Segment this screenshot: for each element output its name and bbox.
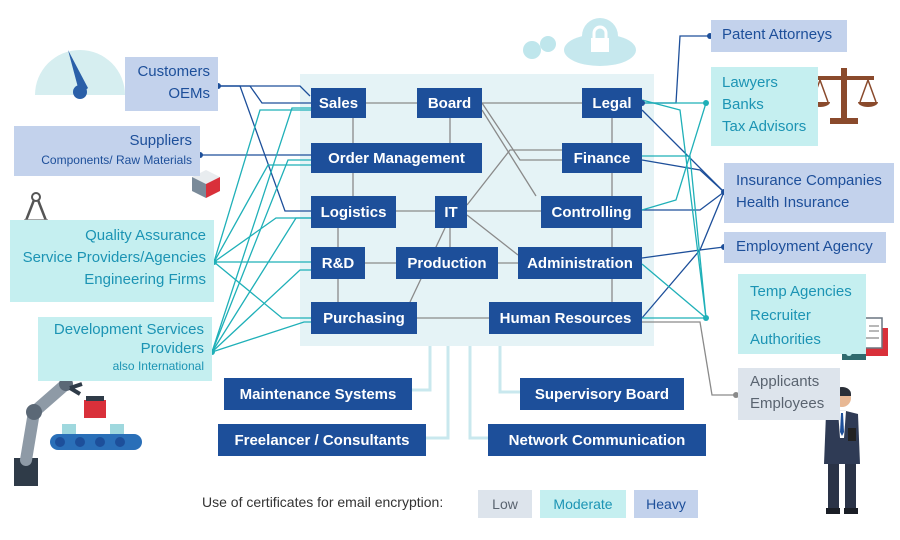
ext-lawyers[interactable]: Lawyers Banks Tax Advisors bbox=[711, 67, 818, 146]
ext-applicants-line1: Applicants bbox=[750, 373, 820, 390]
ext-applicants[interactable]: Applicants Employees bbox=[738, 368, 840, 420]
left-teal-links bbox=[211, 107, 311, 353]
ext-quality-line2: Service Providers/Agencies bbox=[22, 249, 206, 266]
ext-lawyers-line2: Banks bbox=[722, 96, 764, 113]
right-dark-links bbox=[641, 35, 725, 319]
dept-purchasing[interactable]: Purchasing bbox=[311, 302, 417, 334]
internal-links bbox=[337, 102, 613, 319]
dept-board[interactable]: Board bbox=[417, 88, 482, 118]
ext-quality-assurance[interactable]: Quality Assurance Service Providers/Agen… bbox=[10, 220, 214, 302]
ext-applicants-line2: Employees bbox=[750, 395, 825, 412]
ext-insurance-line2: Health Insurance bbox=[736, 194, 850, 211]
legend-heavy: Heavy bbox=[634, 490, 698, 518]
gauge-icon bbox=[35, 50, 125, 99]
dept-order-management[interactable]: Order Management bbox=[311, 143, 482, 173]
ext-suppliers[interactable]: Suppliers Components/ Raw Materials bbox=[14, 126, 200, 176]
dept-logistics[interactable]: Logistics bbox=[311, 196, 396, 228]
dept-freelancer-consultants[interactable]: Freelancer / Consultants bbox=[218, 424, 426, 456]
ext-insurance-line1: Insurance Companies bbox=[736, 172, 882, 189]
cloud-lock-icon bbox=[523, 18, 636, 66]
dept-it[interactable]: IT bbox=[435, 196, 467, 228]
legend-low: Low bbox=[478, 490, 532, 518]
dept-administration[interactable]: Administration bbox=[518, 247, 642, 279]
dept-controlling[interactable]: Controlling bbox=[541, 196, 642, 228]
ext-employment-agency[interactable]: Employment Agency bbox=[724, 232, 886, 263]
ext-development-line2: Providers bbox=[140, 340, 204, 357]
left-dark-links bbox=[200, 85, 311, 212]
ext-lawyers-line1: Lawyers bbox=[722, 74, 778, 91]
right-teal-links bbox=[641, 99, 707, 319]
ext-customers-line2: OEMs bbox=[168, 85, 210, 102]
ext-quality-line3: Engineering Firms bbox=[84, 271, 206, 288]
dept-maintenance-systems[interactable]: Maintenance Systems bbox=[224, 378, 412, 410]
ext-insurance[interactable]: Insurance Companies Health Insurance bbox=[724, 163, 894, 223]
ext-suppliers-line2: Components/ Raw Materials bbox=[41, 153, 192, 167]
bottom-links bbox=[412, 346, 520, 440]
legend-label: Use of certificates for email encryption… bbox=[202, 494, 444, 510]
ext-development-line1: Development Services bbox=[53, 321, 204, 338]
dept-network-communication[interactable]: Network Communication bbox=[488, 424, 706, 456]
right-gray-links bbox=[642, 321, 736, 396]
dept-legal[interactable]: Legal bbox=[582, 88, 642, 118]
ext-patent-line1: Patent Attorneys bbox=[722, 26, 833, 43]
ext-temp-line3: Authorities bbox=[750, 331, 821, 348]
dept-human-resources[interactable]: Human Resources bbox=[489, 302, 642, 334]
dept-supervisory-board[interactable]: Supervisory Board bbox=[520, 378, 684, 410]
ext-customers-line1: Customers bbox=[137, 63, 210, 80]
dept-sales[interactable]: Sales bbox=[311, 88, 366, 118]
ext-lawyers-line3: Tax Advisors bbox=[722, 118, 807, 135]
ext-temp-line1: Temp Agencies bbox=[750, 283, 852, 300]
ext-development-line3: also International bbox=[112, 359, 204, 373]
ext-customers[interactable]: Customers OEMs bbox=[125, 57, 218, 111]
ext-temp-agencies[interactable]: Temp Agencies Recruiter Authorities bbox=[738, 274, 866, 354]
legend-moderate: Moderate bbox=[540, 490, 626, 518]
dept-rnd[interactable]: R&D bbox=[311, 247, 365, 279]
ext-quality-line1: Quality Assurance bbox=[85, 227, 206, 244]
ext-patent-attorneys[interactable]: Patent Attorneys bbox=[711, 20, 847, 52]
dept-production[interactable]: Production bbox=[396, 247, 498, 279]
ext-suppliers-line1: Suppliers bbox=[129, 132, 192, 149]
ext-temp-line2: Recruiter bbox=[750, 307, 811, 324]
robot-arm-icon bbox=[14, 377, 142, 486]
ext-employment-line1: Employment Agency bbox=[736, 238, 873, 255]
ext-development-services[interactable]: Development Services Providers also Inte… bbox=[38, 317, 212, 381]
dept-finance[interactable]: Finance bbox=[562, 143, 642, 173]
scales-of-justice-icon bbox=[810, 68, 878, 124]
